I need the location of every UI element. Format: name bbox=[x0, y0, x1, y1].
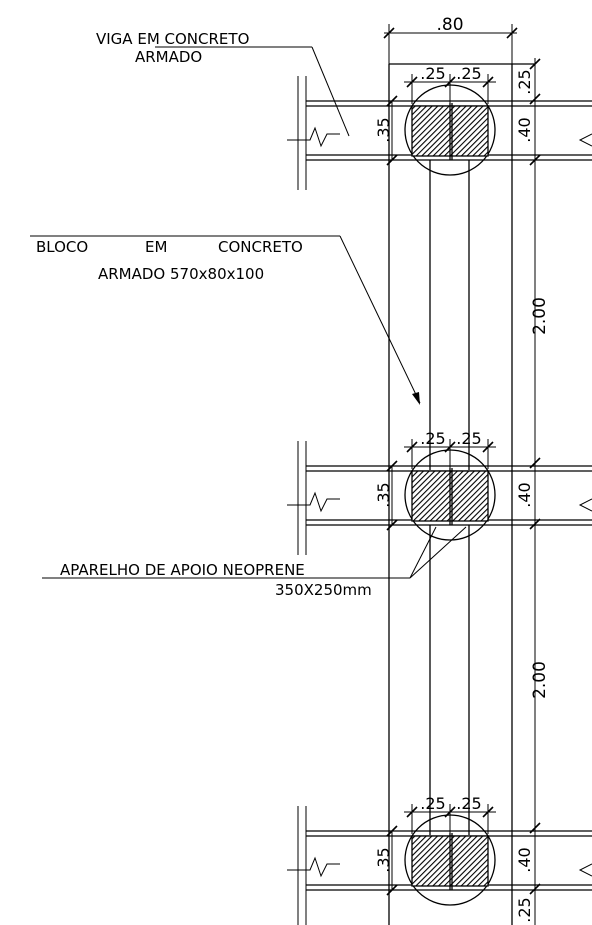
bloco-annotation: BLOCO EM CONCRETO ARMADO 570x80x100 bbox=[30, 235, 421, 405]
support-2: .25 .25 .35 .40 bbox=[287, 429, 592, 555]
beam-depth-label: .35 bbox=[374, 847, 393, 872]
apoio-annotation: APARELHO DE APOIO NEOPRENE 350X250mm bbox=[42, 526, 467, 599]
viga-annotation: VIGA EM CONCRETO ARMADO bbox=[96, 30, 350, 137]
pad-depth-label: .40 bbox=[515, 482, 534, 507]
concrete-block bbox=[388, 63, 535, 925]
top-edge-dim-label: .25 bbox=[515, 69, 534, 94]
viga-leader-line bbox=[311, 46, 350, 137]
pad-half-label-left: .25 bbox=[420, 64, 445, 83]
arrow-symbol bbox=[578, 498, 592, 512]
support-1: .25 .25 .35 .40 bbox=[287, 64, 592, 190]
top-width-dimension: .80 bbox=[383, 15, 518, 64]
pad-half-label-right: .25 bbox=[456, 794, 481, 813]
arrow-symbol bbox=[578, 863, 592, 877]
break-symbol bbox=[287, 856, 340, 878]
pad-half-label-left: .25 bbox=[420, 429, 445, 448]
bloco-label-word2: EM bbox=[145, 238, 167, 256]
pad-half-label-right: .25 bbox=[456, 64, 481, 83]
pad-depth-label: .40 bbox=[515, 847, 534, 872]
support-3: .25 .25 .35 .40 bbox=[287, 794, 592, 925]
beam-depth-label: .35 bbox=[374, 482, 393, 507]
arrow-symbol bbox=[578, 133, 592, 147]
bottom-edge-dim-label: .25 bbox=[515, 897, 534, 922]
apoio-label-line2: 350X250mm bbox=[275, 581, 372, 599]
bloco-leader-arrow bbox=[412, 392, 420, 405]
beam-depth-label: .35 bbox=[374, 117, 393, 142]
pad-depth-label: .40 bbox=[515, 117, 534, 142]
pad-half-label-right: .25 bbox=[456, 429, 481, 448]
apoio-label-line1: APARELHO DE APOIO NEOPRENE bbox=[60, 561, 305, 579]
top-width-label: .80 bbox=[436, 15, 463, 35]
span-dim-label-2: 2.00 bbox=[530, 661, 550, 699]
bloco-label-word3: CONCRETO bbox=[218, 238, 303, 256]
break-symbol bbox=[287, 491, 340, 513]
apoio-leader-line-right bbox=[409, 526, 467, 579]
right-vertical-dimension: .25 2.00 2.00 .25 bbox=[515, 58, 550, 925]
viga-label-line1: VIGA EM CONCRETO bbox=[96, 30, 249, 48]
break-symbol bbox=[287, 126, 340, 148]
apoio-leader-line-left bbox=[409, 526, 437, 579]
bloco-leader-line bbox=[339, 235, 421, 404]
span-dim-label-1: 2.00 bbox=[530, 297, 550, 335]
bloco-label-line2: ARMADO 570x80x100 bbox=[98, 265, 264, 283]
viga-label-line2: ARMADO bbox=[135, 48, 202, 66]
bloco-label-word1: BLOCO bbox=[36, 238, 88, 256]
pad-half-label-left: .25 bbox=[420, 794, 445, 813]
